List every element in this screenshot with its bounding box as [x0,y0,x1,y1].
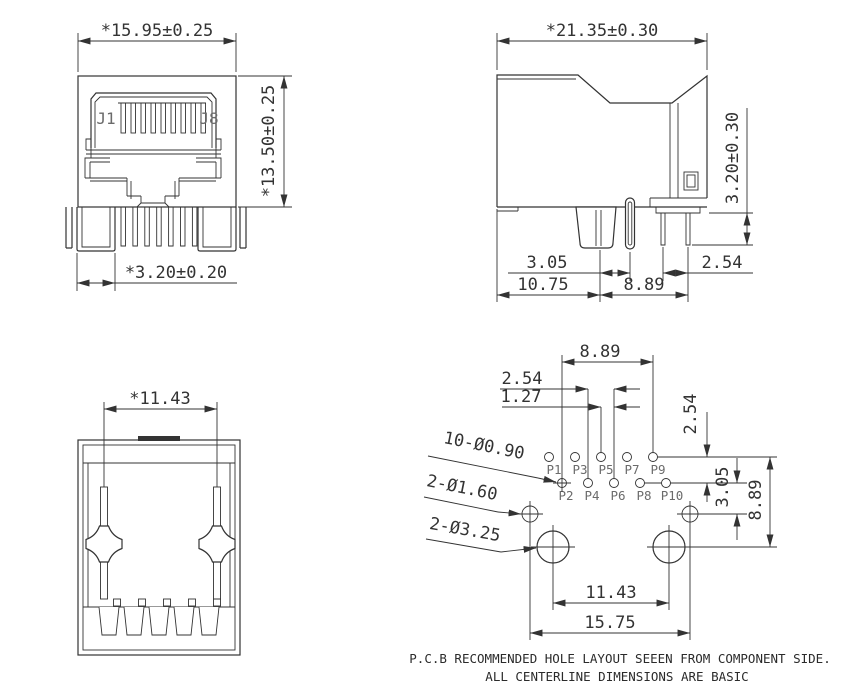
dim-side-2-54: 2.54 [702,253,743,273]
dim-front-height: *13.50±0.25 [259,85,279,198]
big-holes [531,525,777,610]
front-leg-width-dimension: *3.20±0.20 [76,253,237,291]
pcb-hole-layout: P1 P3 P5 P7 P9 P2 P4 P6 P8 P10 [423,342,777,640]
dim-pcb-depth-span: 8.89 [746,480,766,521]
note-line-1: P.C.B RECOMMENDED HOLE LAYOUT SEEEN FROM… [409,651,830,666]
side-pins [575,197,691,250]
pin-label-p5: P5 [598,462,613,477]
front-legs [65,207,247,252]
contact-label-j8: J8 [199,109,218,128]
dim-pcb-stagger: 1.27 [501,387,542,407]
dim-pcb-pitch: 2.54 [502,369,543,389]
dim-pcb-row-gap: 2.54 [681,394,701,435]
pcb-right-dimensions: 2.54 3.05 8.89 [657,394,777,547]
pin-label-p4: P4 [584,488,599,503]
pin-label-p7: P7 [624,462,639,477]
dim-pcb-small-hole-pitch: 15.75 [584,613,635,633]
bottom-post-pitch-dimension: *11.43 [103,389,218,487]
note-line-2: ALL CENTERLINE DIMENSIONS ARE BASIC [485,669,748,684]
mounting-posts [85,486,236,600]
side-pin-length-dimension: 3.20±0.30 [692,108,753,246]
pin-label-p9: P9 [650,462,665,477]
side-body-outline [496,74,708,214]
pin-label-p10: P10 [661,488,684,503]
contact-comb [120,102,206,134]
label-mid-holes: 2-Ø1.60 [425,471,499,505]
dim-pcb-row-span: 8.89 [580,342,621,362]
dim-pcb-hole-offset: 3.05 [713,467,733,508]
dim-side-pin-length: 3.20±0.30 [723,112,743,204]
front-body-outline: J1 J8 [77,75,237,208]
side-view: *21.35±0.30 3.20±0.30 3.05 2.54 10.75 [496,21,753,302]
dim-side-width: *21.35±0.30 [546,21,659,41]
bottom-shell-outline [77,436,241,656]
dim-side-10-75: 10.75 [517,275,568,295]
side-bottom-dimensions: 3.05 2.54 10.75 8.89 [496,209,753,302]
pcb-bottom-dimensions: 11.43 15.75 [530,583,690,637]
dim-front-leg-width: *3.20±0.20 [125,263,227,283]
pin-label-p1: P1 [546,462,561,477]
dim-pcb-big-hole-pitch: 11.43 [585,583,636,603]
dim-bottom-post-pitch: *11.43 [129,389,190,409]
dim-front-width: *15.95±0.25 [101,21,214,41]
dim-side-8-89: 8.89 [624,275,665,295]
drawing-notes: P.C.B RECOMMENDED HOLE LAYOUT SEEEN FROM… [409,651,830,684]
contact-label-j1: J1 [96,109,115,128]
dim-side-3-05: 3.05 [527,253,568,273]
side-width-dimension: *21.35±0.30 [496,21,708,70]
front-view: J1 J8 [65,21,292,291]
bottom-view: *11.43 [77,389,241,656]
pin-label-p2: P2 [558,488,573,503]
pin-label-p6: P6 [610,488,625,503]
pin-labels: P1 P3 P5 P7 P9 P2 P4 P6 P8 P10 [546,462,683,503]
mid-holes [517,501,747,640]
shell-top-tab [138,436,180,441]
label-pin-holes: 10-Ø0.90 [442,428,526,464]
pcb-top-dimensions: 8.89 2.54 1.27 [500,342,654,492]
front-height-dimension: *13.50±0.25 [238,75,292,208]
pin-label-p3: P3 [572,462,587,477]
front-width-dimension: *15.95±0.25 [77,21,237,72]
bottom-castellation [83,598,235,636]
pin-label-p8: P8 [636,488,651,503]
pcb-leader-callouts: 10-Ø0.90 2-Ø1.60 2-Ø3.25 [423,428,557,553]
